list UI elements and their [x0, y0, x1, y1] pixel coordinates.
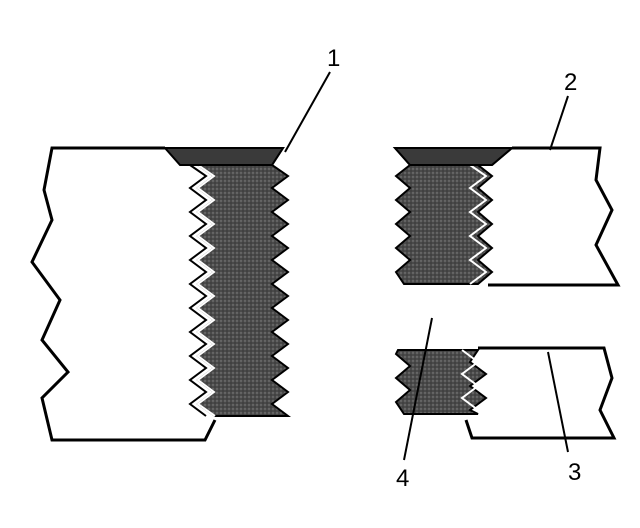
- right-upper-insert-body: [392, 147, 515, 285]
- callout-1: 1: [327, 45, 340, 72]
- callout-2: 2: [564, 69, 577, 96]
- left-insert-flange: [162, 147, 285, 166]
- left-block-with-insert: [30, 146, 291, 442]
- leader-lines: [284, 71, 569, 461]
- callout-4: 4: [396, 465, 409, 492]
- left-block-outline: [30, 146, 217, 442]
- right-upper-insert: [392, 146, 621, 287]
- right-upper-thread-edge: [468, 164, 488, 285]
- left-insert-white-thread-edge: [188, 164, 208, 417]
- leader-1: [284, 71, 331, 153]
- right-lower-thread-edge: [460, 349, 480, 411]
- left-insert-body: [164, 147, 291, 417]
- right-upper-flange: [392, 147, 515, 166]
- leader-3: [547, 351, 569, 453]
- callout-3: 3: [568, 459, 581, 486]
- leader-4: [403, 317, 433, 461]
- right-lower-tapped-hole: [394, 346, 617, 440]
- right-lower-block-outline: [464, 346, 617, 440]
- leader-2: [549, 95, 569, 151]
- left-insert-inner-edge: [196, 164, 216, 417]
- right-upper-block-outline: [488, 146, 621, 287]
